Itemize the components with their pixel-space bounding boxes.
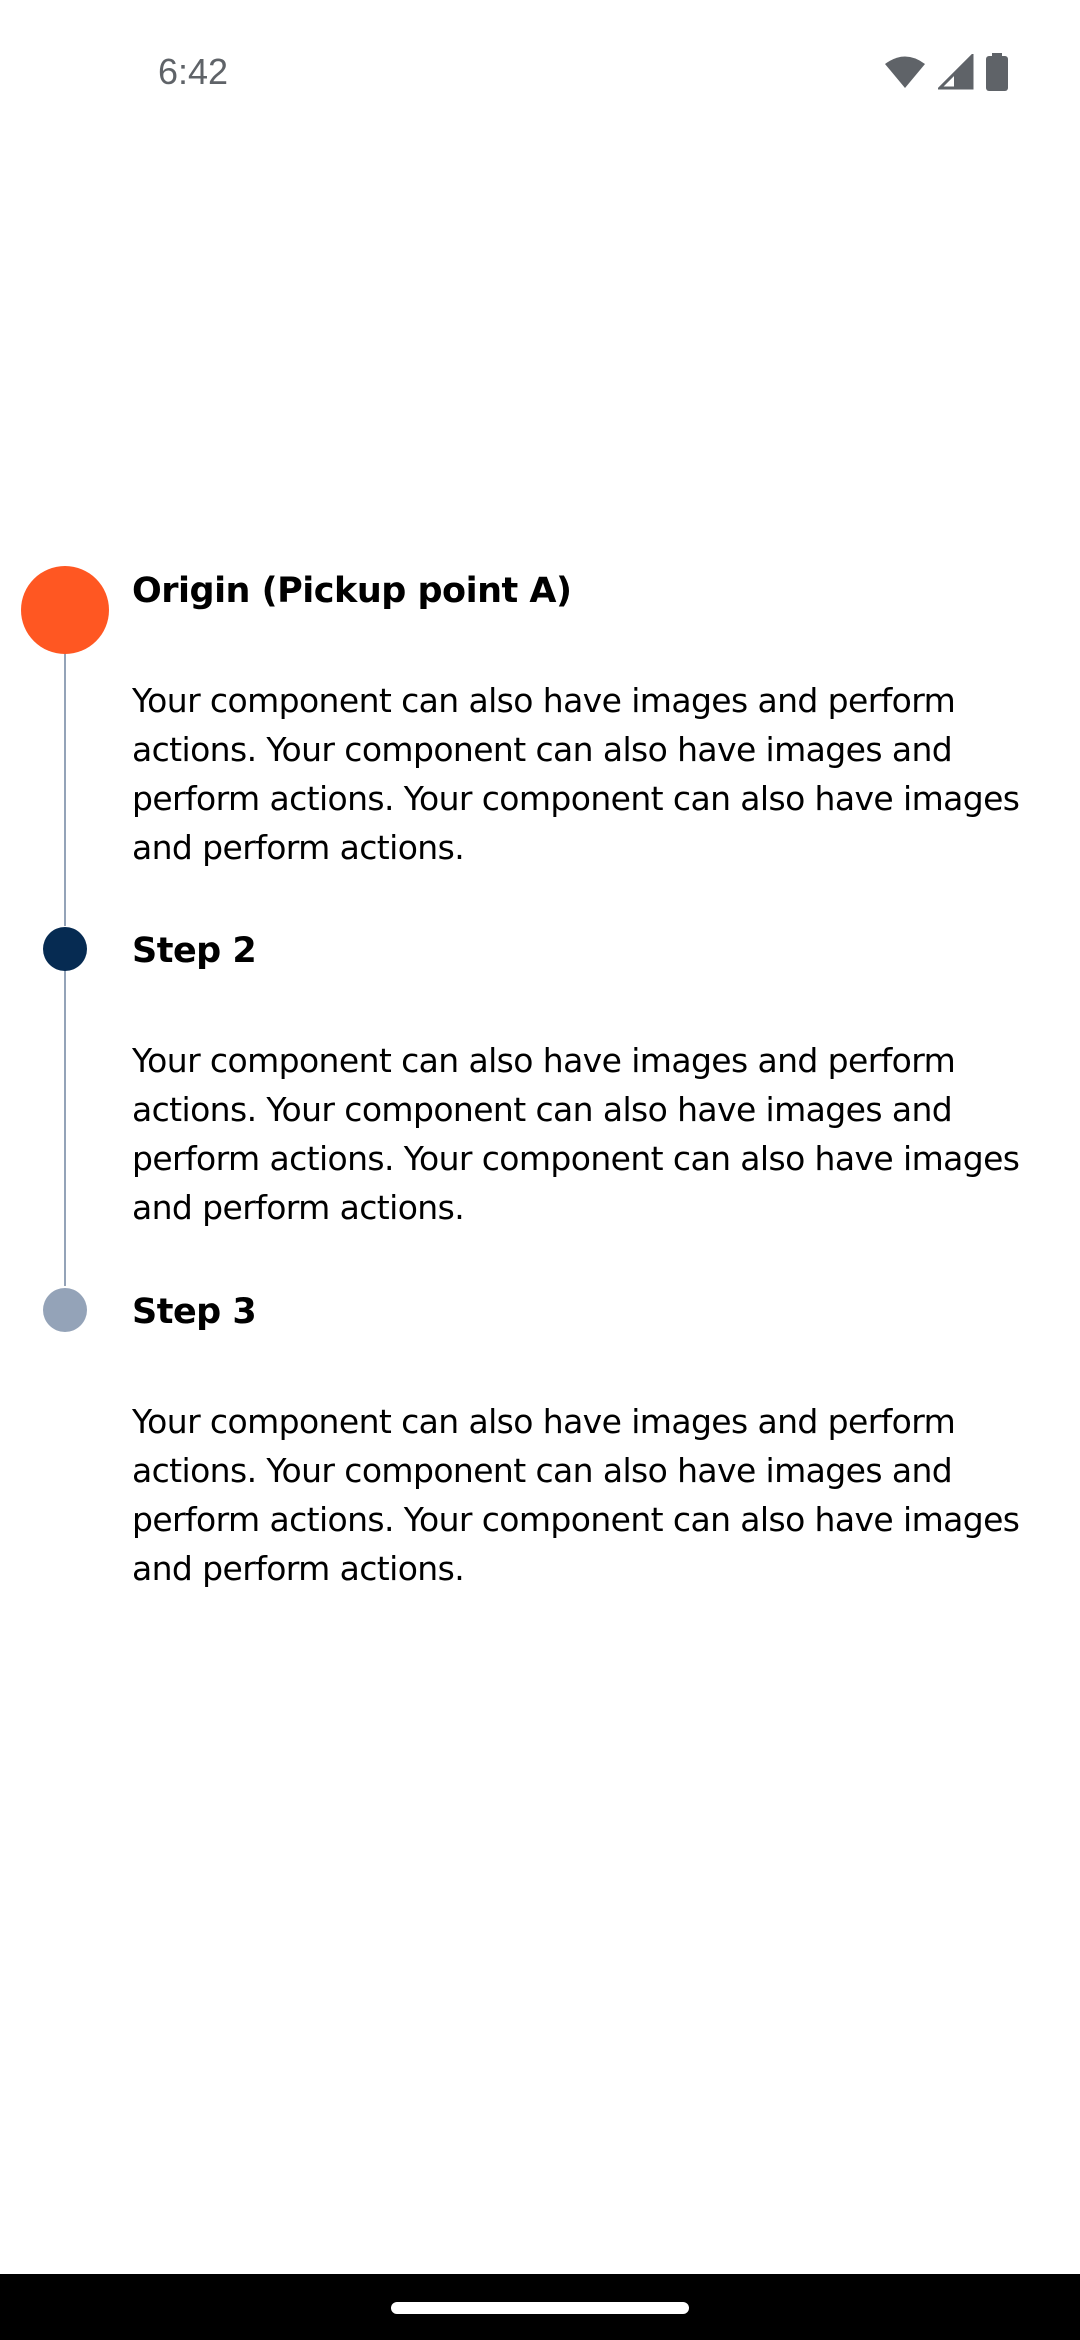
battery-icon — [986, 53, 1008, 91]
step-title: Step 2 — [132, 931, 257, 971]
step-marker — [43, 927, 87, 971]
timeline-connector — [64, 960, 66, 1286]
status-icons — [884, 52, 1008, 92]
step-description: Your component can also have images and … — [132, 681, 1020, 867]
step-description: Your component can also have images and … — [132, 1041, 1020, 1227]
gesture-handle[interactable] — [391, 2302, 689, 2314]
step-marker-active — [21, 566, 109, 654]
cellular-signal-icon — [938, 54, 974, 90]
step-description: Your component can also have images and … — [132, 1402, 1020, 1588]
status-time: 6:42 — [158, 51, 229, 92]
navigation-bar — [0, 2274, 1080, 2340]
step-marker-disabled — [43, 1288, 87, 1332]
status-bar: 6:42 — [0, 0, 1080, 140]
timeline-connector — [64, 648, 66, 926]
wifi-icon — [884, 55, 926, 89]
step-title: Step 3 — [132, 1292, 257, 1332]
step-title: Origin (Pickup point A) — [132, 571, 572, 611]
